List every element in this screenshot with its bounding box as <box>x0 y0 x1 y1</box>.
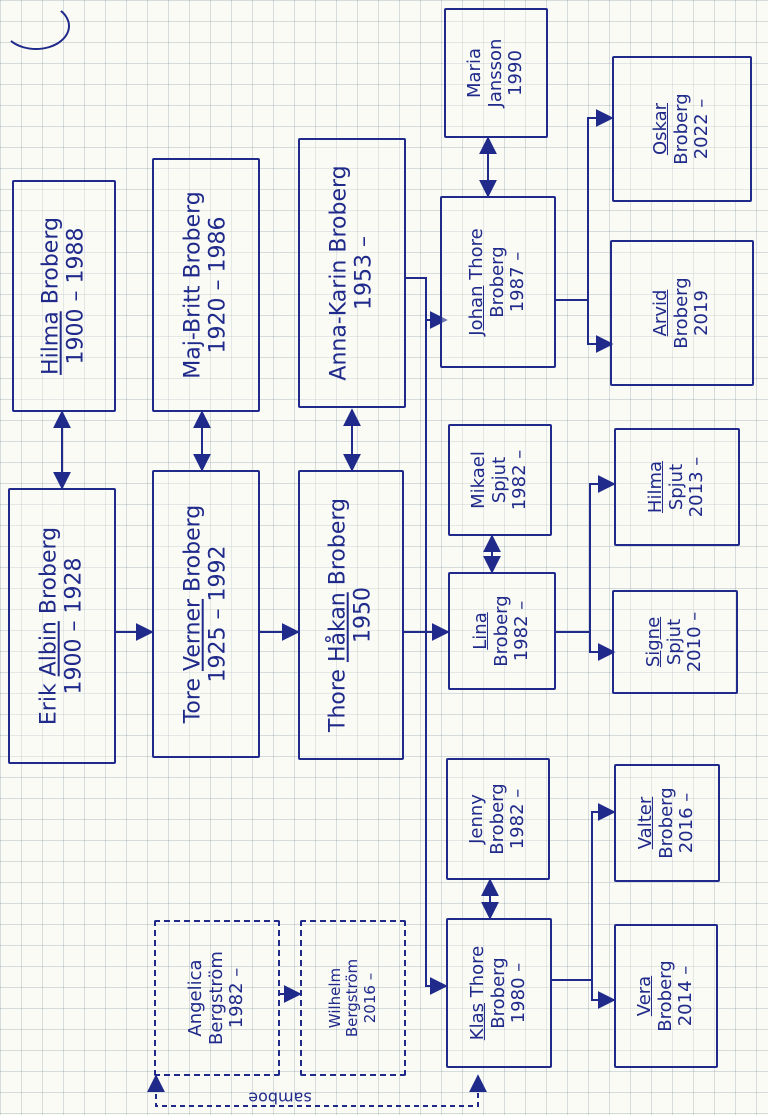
person-years: 1980 – <box>508 962 530 1024</box>
person-surname: Bergström <box>205 951 227 1045</box>
person-card[interactable]: Jenny Broberg 1982 – <box>446 758 550 880</box>
person-first-name: Erik <box>36 676 62 726</box>
person-call-name: Johan <box>465 285 487 336</box>
samboe-label: samboe <box>248 1088 312 1108</box>
person-name: Broberg <box>180 504 206 599</box>
person-years: 2010 – <box>684 611 706 673</box>
person-surname: Broberg <box>486 246 508 318</box>
person-name: Wilhelm <box>326 967 345 1029</box>
person-name: Broberg <box>36 526 62 622</box>
person-years: 1982 – <box>509 449 531 511</box>
person-years: 2022 – <box>691 98 713 160</box>
person-first-name: Thore <box>325 662 351 732</box>
person-call-name: Lina <box>469 612 491 650</box>
trunk-link <box>404 277 448 995</box>
person-name: Angelica <box>184 959 206 1037</box>
person-card[interactable]: Anna-Karin Broberg 1953 – <box>298 138 406 408</box>
person-surname: Broberg <box>654 960 676 1032</box>
person-surname: Broberg <box>670 277 692 349</box>
person-card[interactable]: Mikael Spjut 1982 – <box>448 424 552 536</box>
parent-child-link <box>587 300 614 353</box>
person-name: Broberg <box>325 498 351 593</box>
person-years: 2013 – <box>686 456 708 518</box>
person-call-name: Håkan <box>325 592 351 663</box>
person-card[interactable]: Klas Thore Broberg 1980 – <box>446 918 552 1068</box>
person-call-name: Vera <box>633 975 655 1017</box>
person-surname: Bergström <box>343 958 362 1038</box>
person-call-name: Hilma <box>38 311 64 375</box>
person-card[interactable]: Johan Thore Broberg 1987 – <box>440 196 556 368</box>
person-call-name: Oskar <box>649 102 671 156</box>
person-card[interactable]: Tore Verner Broberg 1925 – 1992 <box>152 470 260 758</box>
person-years: 1900 – 1928 <box>62 557 87 695</box>
person-name: Maria <box>463 48 485 98</box>
parent-child-link <box>591 980 616 1009</box>
person-name: Jenny <box>465 794 487 844</box>
parent-child-link <box>556 475 616 633</box>
person-call-name: Hilma <box>644 460 666 514</box>
person-card[interactable]: Hilma Broberg 1900 – 1988 <box>12 180 116 412</box>
person-years: 2014 – <box>675 965 697 1027</box>
person-surname: Broberg <box>655 787 677 859</box>
person-call-name: Albin <box>36 621 62 677</box>
person-years: 1925 – 1992 <box>206 545 231 683</box>
person-call-name: Valter <box>634 796 656 850</box>
person-first-name: Tore <box>180 671 206 724</box>
person-years: 1900 – 1988 <box>64 227 89 365</box>
person-surname: Spjut <box>663 618 685 666</box>
person-card[interactable]: Valter Broberg 2016 – <box>614 764 720 882</box>
person-card-dashed[interactable]: Wilhelm Bergström 2016 – <box>300 920 406 1076</box>
person-name: Anna-Karin Broberg <box>326 165 352 381</box>
person-card[interactable]: Signe Spjut 2010 – <box>612 590 738 694</box>
person-years: 2016 – <box>676 792 698 854</box>
person-call-name: Signe <box>642 616 664 668</box>
parent-child-link <box>552 803 616 981</box>
person-card[interactable]: Thore Håkan Broberg 1950 <box>298 470 404 760</box>
person-years: 1987 – <box>507 251 529 313</box>
person-card[interactable]: Lina Broberg 1982 – <box>448 572 556 690</box>
person-name: Mikael <box>467 451 489 509</box>
person-years: 1950 <box>351 587 376 644</box>
person-surname: Broberg <box>486 783 508 855</box>
person-surname: Broberg <box>670 93 692 165</box>
parent-child-link <box>589 632 616 661</box>
person-years: 1953 – <box>352 236 377 310</box>
person-years: 1982 – <box>511 600 533 662</box>
person-years: 2019 <box>691 290 713 336</box>
person-call-name: Klas <box>466 1003 488 1041</box>
person-surname: Spjut <box>488 456 510 504</box>
person-name: Thore <box>466 945 488 1003</box>
person-card[interactable]: Vera Broberg 2014 – <box>614 924 718 1068</box>
person-name: Maj-Britt Broberg <box>180 191 206 379</box>
person-card[interactable]: Maria Jansson 1990 <box>444 8 548 138</box>
person-years: 2016 – <box>360 972 379 1024</box>
corner-mark <box>2 2 70 50</box>
person-card[interactable]: Maj-Britt Broberg 1920 – 1986 <box>152 158 260 412</box>
person-card-dashed[interactable]: Angelica Bergström 1982 – <box>154 920 280 1076</box>
person-call-name: Arvid <box>649 289 671 337</box>
person-years: 1982 – <box>226 967 248 1029</box>
samboe-bracket <box>147 1074 487 1107</box>
parent-child-link <box>556 109 614 301</box>
person-card[interactable]: Hilma Spjut 2013 – <box>614 428 740 546</box>
person-card[interactable]: Erik Albin Broberg 1900 – 1928 <box>8 488 116 764</box>
person-surname: Broberg <box>490 595 512 667</box>
person-years: 1990 <box>505 50 527 96</box>
person-years: 1982 – <box>507 788 529 850</box>
person-surname: Jansson <box>484 38 506 108</box>
person-surname: Spjut <box>665 463 687 511</box>
person-card[interactable]: Arvid Broberg 2019 <box>610 240 754 386</box>
person-card[interactable]: Oskar Broberg 2022 – <box>612 56 752 202</box>
person-years: 1920 – 1986 <box>206 216 231 354</box>
person-surname: Broberg <box>487 957 509 1029</box>
person-name: Broberg <box>38 217 64 312</box>
person-call-name: Verner <box>180 598 206 672</box>
person-name: Thore <box>465 228 487 286</box>
